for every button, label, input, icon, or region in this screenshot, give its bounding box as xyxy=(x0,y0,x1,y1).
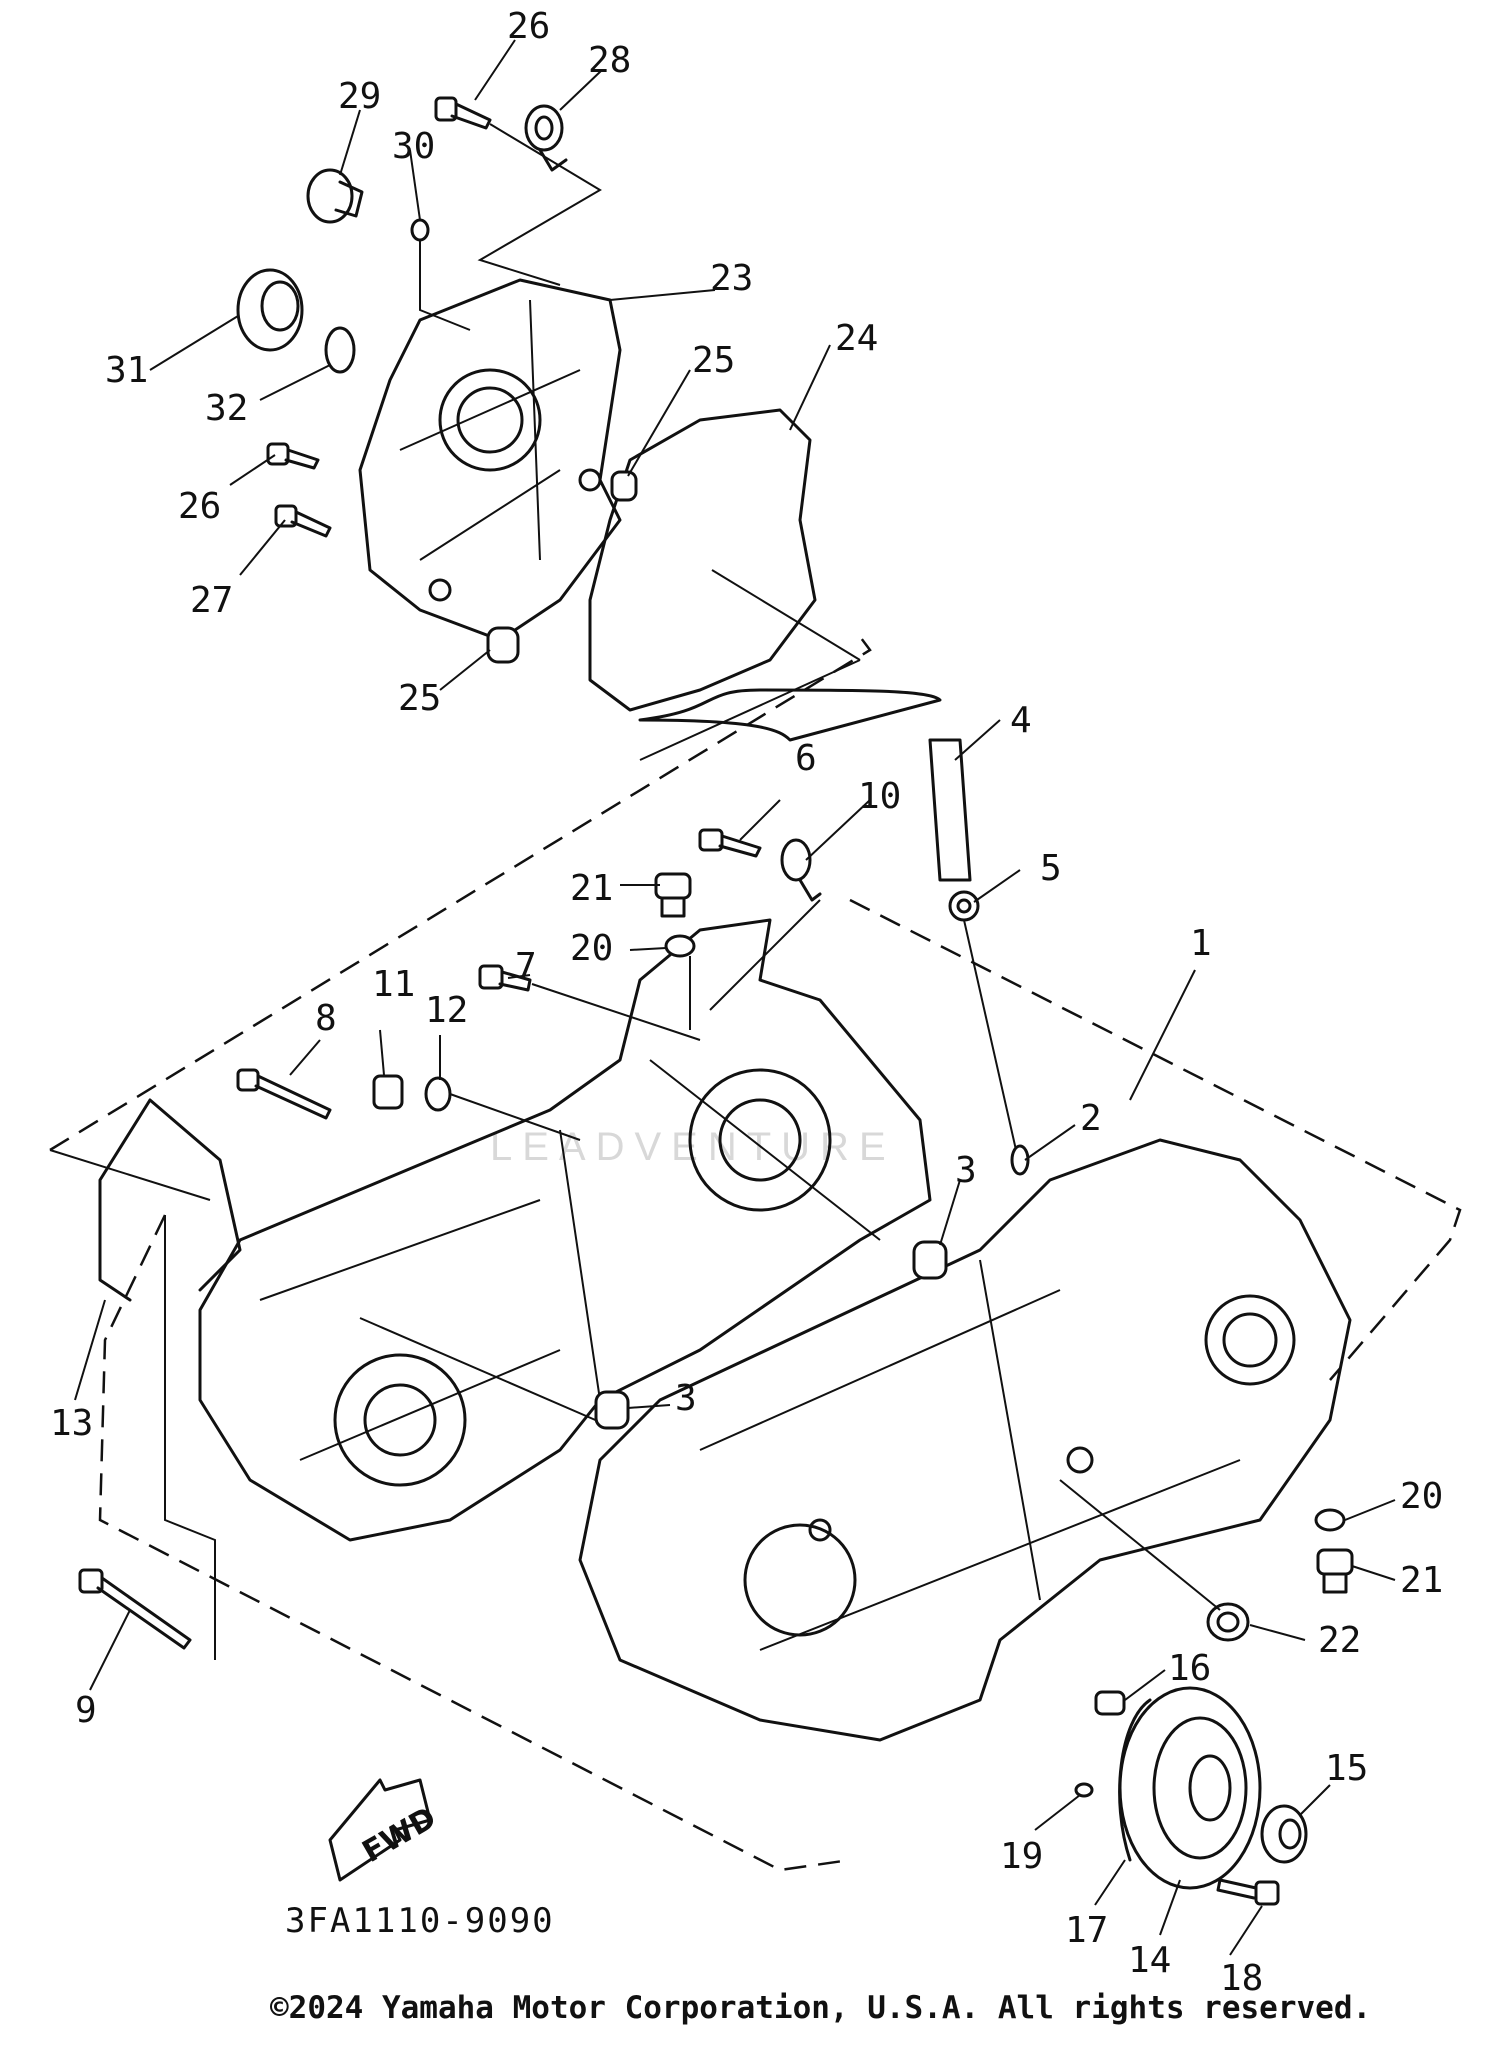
label-32: 32 xyxy=(205,388,248,429)
label-10: 10 xyxy=(858,776,901,817)
pin-19 xyxy=(1074,1782,1094,1798)
bolt-8 xyxy=(236,1068,332,1120)
label-20: 20 xyxy=(570,928,613,969)
label-6: 6 xyxy=(795,738,817,779)
label-26-lower: 26 xyxy=(178,486,221,527)
leader-12 xyxy=(449,1093,581,1141)
label-7: 7 xyxy=(515,946,537,987)
bolt-11 xyxy=(372,1074,404,1110)
dowel-3-lower xyxy=(594,1390,630,1430)
leader-30 xyxy=(419,240,471,331)
cap-31 xyxy=(236,268,304,352)
crankcase-cover xyxy=(358,278,622,642)
gasket-13 xyxy=(98,1098,242,1302)
label-24: 24 xyxy=(835,318,878,359)
assembly-1-boundary xyxy=(49,629,1462,1872)
clamp-28 xyxy=(524,104,568,172)
leader-7 xyxy=(531,983,701,1041)
leader-21-20 xyxy=(689,899,821,1030)
label-17: 17 xyxy=(1065,1910,1108,1951)
plug-21-right xyxy=(1316,1548,1354,1594)
pipe-4 xyxy=(928,738,972,882)
oil-seal-15 xyxy=(1260,1804,1308,1864)
label-2: 2 xyxy=(1080,1098,1102,1139)
label-29: 29 xyxy=(338,76,381,117)
label-5: 5 xyxy=(1040,848,1062,889)
clamp-10 xyxy=(780,838,822,902)
breather-hose xyxy=(638,688,942,742)
oring-32 xyxy=(324,326,356,374)
leader-9 xyxy=(164,1215,216,1660)
label-12: 12 xyxy=(425,990,468,1031)
dowel-16 xyxy=(1094,1690,1126,1716)
assembly-1-left-edge xyxy=(49,1149,211,1201)
leader-5-2 xyxy=(963,919,1017,1151)
label-3-lower: 3 xyxy=(675,1378,697,1419)
label-20-right: 20 xyxy=(1400,1476,1443,1517)
washer-20-top xyxy=(664,934,696,958)
label-26: 26 xyxy=(507,6,550,47)
plug-21-top xyxy=(654,872,692,918)
clip-5 xyxy=(948,890,980,922)
stud-2 xyxy=(1010,1144,1030,1176)
label-27: 27 xyxy=(190,580,233,621)
bolt-6 xyxy=(698,828,762,858)
dowel-25-lower xyxy=(486,626,520,664)
leader-28-26 xyxy=(477,123,602,286)
label-3: 3 xyxy=(955,1150,977,1191)
bolt-18 xyxy=(1216,1878,1280,1906)
diagram-code: 3FA1110-9090 xyxy=(285,1901,555,1941)
bolt-26-top xyxy=(434,96,492,130)
bolt-7 xyxy=(478,964,532,992)
label-21: 21 xyxy=(570,868,613,909)
dowel-3-upper xyxy=(912,1240,948,1280)
fwd-label: FWD xyxy=(357,1800,442,1870)
washer-12 xyxy=(424,1076,452,1112)
label-21-right: 21 xyxy=(1400,1560,1443,1601)
label-9: 9 xyxy=(75,1690,97,1731)
label-16: 16 xyxy=(1168,1648,1211,1689)
bolt-9 xyxy=(78,1568,192,1650)
fwd-arrow-icon: FWD xyxy=(328,1778,442,1882)
bolt-27 xyxy=(274,504,332,538)
label-19: 19 xyxy=(1000,1836,1043,1877)
label-4: 4 xyxy=(1010,700,1032,741)
label-13: 13 xyxy=(50,1403,93,1444)
label-8: 8 xyxy=(315,998,337,1039)
leader-22 xyxy=(1059,1479,1221,1611)
bolt-26-left xyxy=(266,442,320,470)
label-18: 18 xyxy=(1220,1958,1263,1999)
label-28: 28 xyxy=(588,40,631,81)
label-15: 15 xyxy=(1325,1748,1368,1789)
label-25-lower: 25 xyxy=(398,678,441,719)
oil-seal-22 xyxy=(1206,1602,1250,1642)
gasket-17 xyxy=(1118,1698,1152,1862)
leader-3-lower xyxy=(359,1317,601,1423)
leader-lines xyxy=(74,39,1396,1956)
cap-29 xyxy=(306,168,364,224)
label-1: 1 xyxy=(1190,923,1212,964)
part-labels: 26 28 29 30 23 24 25 31 32 26 27 25 4 6 … xyxy=(50,6,1443,1999)
label-31: 31 xyxy=(105,350,148,391)
label-22: 22 xyxy=(1318,1620,1361,1661)
washer-20-right xyxy=(1314,1508,1346,1532)
label-30: 30 xyxy=(392,126,435,167)
bearing-housing-14 xyxy=(1118,1686,1262,1890)
crankcase-left-half xyxy=(198,918,932,1542)
label-23: 23 xyxy=(710,258,753,299)
label-11: 11 xyxy=(372,964,415,1005)
oring-30 xyxy=(410,218,430,242)
cover-gasket xyxy=(588,408,861,761)
label-25: 25 xyxy=(692,340,735,381)
label-14: 14 xyxy=(1128,1940,1171,1981)
crankcase-right-half xyxy=(578,1138,1352,1742)
dowel-25-upper xyxy=(610,470,638,502)
copyright-notice: ©2024 Yamaha Motor Corporation, U.S.A. A… xyxy=(270,1990,1372,2026)
